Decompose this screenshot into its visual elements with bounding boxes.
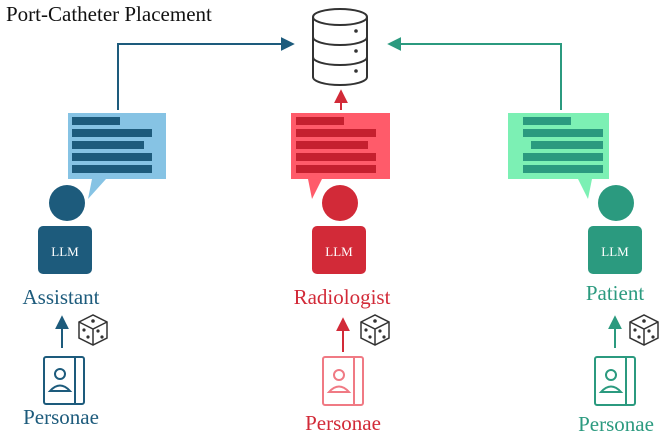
- radiologist-llm-label: LLM: [325, 244, 353, 259]
- assistant-to-database-arrow: [117, 37, 295, 110]
- patient-personae-label: Personae: [578, 412, 654, 436]
- patient-to-database-arrow: [387, 37, 562, 110]
- radiologist-persona-card-icon: [322, 356, 364, 406]
- radiologist-person-icon: LLM: [312, 185, 366, 274]
- radiologist-dice-icon: [360, 314, 390, 346]
- patient-role-label: Patient: [585, 281, 645, 305]
- assistant-role-label: Assistant: [22, 285, 100, 309]
- assistant-personae-label: Personae: [23, 405, 99, 429]
- patient-persona-card-icon: [594, 356, 636, 406]
- database-icon: [312, 8, 368, 86]
- patient-chat-bubble-icon: [508, 113, 609, 199]
- patient-llm-label: LLM: [601, 244, 629, 259]
- patient-dice-icon: [629, 314, 659, 346]
- radiologist-role-label: Radiologist: [293, 285, 391, 309]
- patient-person-icon: LLM: [588, 185, 642, 274]
- radiologist-personae-label: Personae: [305, 411, 381, 435]
- assistant-dice-icon: [78, 314, 108, 346]
- assistant-llm-label: LLM: [51, 244, 79, 259]
- assistant-persona-card-icon: [43, 356, 85, 405]
- assistant-person-icon: LLM: [38, 185, 92, 274]
- radiologist-chat-bubble-icon: [291, 113, 390, 199]
- assistant-chat-bubble-icon: [68, 113, 166, 199]
- diagram-title: Port-Catheter Placement: [6, 2, 212, 26]
